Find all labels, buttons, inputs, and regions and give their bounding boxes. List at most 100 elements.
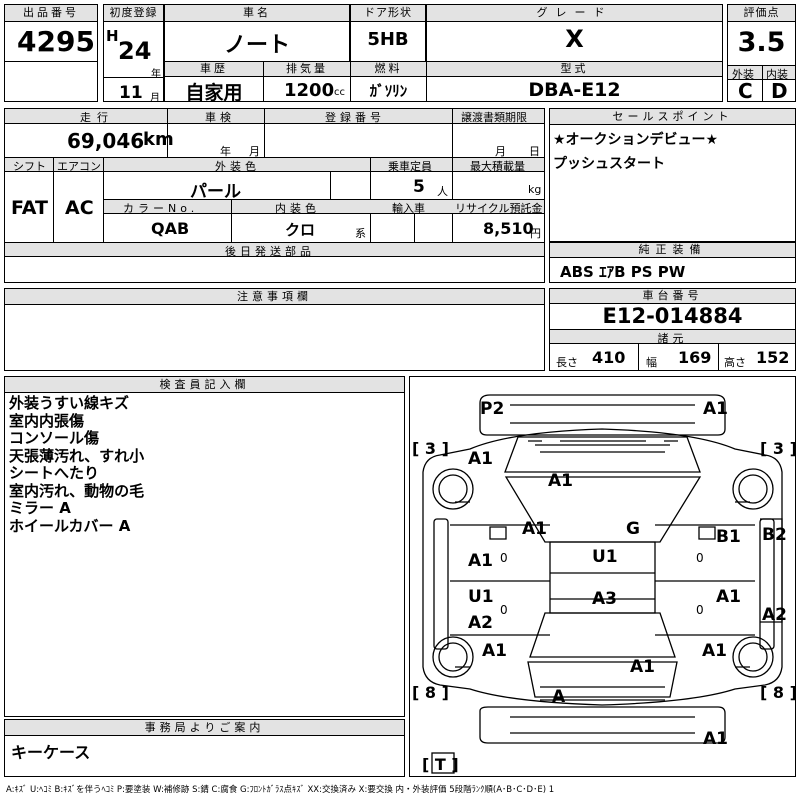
car-diagram: [ 3 ] [ 3 ] [ 8 ] [ 8 ] [ T ] P2 A1 A1 A…: [409, 376, 797, 777]
office-value: キーケース: [11, 743, 91, 762]
exterior-label: 外装: [732, 68, 754, 81]
tire-front-right-bracket: [ 3 ]: [760, 439, 797, 458]
zero-mark: 0: [696, 551, 704, 565]
tire-rear-left-bracket: [ 8 ]: [412, 683, 449, 702]
width-label: 幅: [646, 356, 657, 369]
history-box: 車歴 自家用: [164, 61, 264, 104]
later-parts-label: 後日発送部品: [225, 245, 315, 258]
mark-rocker-right-rear: A2: [762, 605, 787, 625]
grade: X: [565, 25, 584, 53]
tire-front-left-value: 3: [424, 439, 437, 458]
model-label: 型式: [427, 62, 722, 77]
lot-number-box: 出品番号 4295: [4, 4, 98, 102]
mark-front-bumper-right: A1: [703, 399, 728, 419]
displacement-unit: cc: [334, 87, 345, 98]
inspector-line: 室内内張傷: [9, 411, 85, 430]
displacement: 1200: [284, 80, 335, 101]
recycle-unit: 円: [530, 227, 541, 240]
month: 11: [119, 83, 143, 103]
reg-number-label: 登録番号: [325, 111, 385, 124]
transfer-month-unit: 月: [495, 145, 506, 158]
exterior-grade: C: [738, 79, 753, 103]
capacity-label: 乗車定員: [388, 160, 432, 173]
score-label: 評価点: [728, 5, 795, 22]
door: 5HB: [367, 29, 409, 50]
car-name: ノート: [223, 33, 290, 58]
max-load-label: 最大積載量: [470, 160, 525, 173]
mark-windshield-pillar: A1: [522, 519, 547, 539]
mark-front-fender-left: A1: [468, 449, 493, 469]
notes-box: 注意事項欄: [4, 288, 545, 371]
inspector-line: ホイールカバー A: [9, 516, 131, 535]
mark-rear-pillar: A1: [630, 657, 655, 677]
first-reg-label: 初度登録: [104, 5, 163, 22]
length-label: 長さ: [556, 356, 578, 369]
specs-table: 走行 車検 登録番号 譲渡書類期限 69,046 km 年 月 月 日 シフト …: [4, 108, 545, 283]
score: 3.5: [737, 27, 786, 58]
max-load-unit: kg: [528, 183, 542, 196]
notes-label: 注意事項欄: [5, 289, 544, 305]
inspector-box: 検査員記入欄 外装うすい線キズ 室内内張傷 コンソール傷 天張薄汚れ、すれ小 シ…: [4, 376, 405, 717]
sales-point-line-1: ★オークションデビュー★: [553, 132, 719, 148]
zero-mark: 0: [500, 603, 508, 617]
length: 410: [592, 348, 626, 367]
history-label: 車歴: [165, 62, 263, 77]
mark-rear-bumper-right: A1: [703, 729, 728, 749]
door-label: ドア形状: [351, 5, 425, 22]
int-color-label: 内装色: [275, 202, 320, 215]
mark-rear-door-left-2: A2: [468, 613, 493, 633]
tire-rear-right-bracket: [ 8 ]: [760, 683, 797, 702]
recycle-label: リサイクル預託金: [455, 202, 543, 215]
int-color: クロ: [285, 221, 316, 239]
tire-rear-right-value: 8: [772, 683, 785, 702]
mileage-label: 走行: [80, 111, 114, 124]
fuel: ｶﾞｿﾘﾝ: [369, 82, 408, 100]
sales-point-line-2: プッシュスタート: [553, 156, 665, 172]
capacity-unit: 人: [437, 185, 448, 198]
mark-rocker-right-front: B2: [762, 525, 787, 545]
inspection-year-unit: 年: [220, 145, 231, 158]
capacity: 5: [413, 177, 425, 197]
office-label: 事務局よりご案内: [5, 720, 404, 736]
inspector-line: 天張薄汚れ、すれ小: [9, 446, 145, 465]
inspector-line: コンソール傷: [9, 429, 100, 447]
sales-point-label: セールスポイント: [550, 109, 795, 125]
model: DBA-E12: [528, 79, 621, 101]
inspector-line: シートへたり: [9, 464, 100, 482]
car-outline-drawing: [422, 394, 783, 774]
inspector-line: 外装うすい線キズ: [9, 394, 130, 412]
month-unit: 月: [150, 93, 160, 104]
shift: FAT: [11, 197, 48, 219]
inspector-notes: 外装うすい線キズ 室内内張傷 コンソール傷 天張薄汚れ、すれ小 シートへたり 室…: [9, 394, 145, 535]
mark-rear-door-right: A1: [716, 587, 741, 607]
legend: A:ｷｽﾞ U:ﾍｺﾐ B:ｷｽﾞを伴うﾍｺﾐ P:要塗装 W:補修跡 S:錆 …: [6, 785, 555, 795]
mark-trunk: A: [552, 687, 566, 707]
zero-mark: 0: [696, 603, 704, 617]
year: 24: [118, 37, 152, 65]
transfer-day-unit: 日: [529, 145, 540, 158]
chassis-number: E12-014884: [602, 304, 743, 328]
shift-label: シフト: [13, 160, 46, 173]
inspection-month-unit: 月: [249, 145, 260, 158]
tire-rear-left-value: 8: [424, 683, 437, 702]
color-no-label: カラーNo.: [123, 202, 199, 215]
height: 152: [756, 348, 790, 367]
fuel-box: 燃料 ｶﾞｿﾘﾝ: [350, 61, 427, 102]
height-label: 高さ: [724, 356, 746, 369]
office-box: 事務局よりご案内 キーケース: [4, 719, 405, 777]
tire-front-left-bracket: [ 3 ]: [412, 439, 449, 458]
ac-label: エアコン: [57, 160, 101, 173]
chassis-label: 車台番号: [550, 289, 795, 304]
int-color-unit: 系: [355, 227, 366, 240]
displacement-label: 排気量: [264, 62, 350, 77]
spare-tire-bracket: [ T ]: [422, 755, 459, 774]
chassis-box: 車台番号 E12-014884 諸元 長さ 410 幅 169 高さ 152: [549, 288, 796, 371]
interior-grade: D: [771, 79, 788, 103]
mileage-unit: km: [143, 129, 174, 150]
mark-front-door-right: B1: [716, 527, 741, 547]
width: 169: [678, 348, 712, 367]
transfer-label: 譲渡書類期限: [461, 111, 527, 124]
spare-tire-value: T: [434, 755, 446, 774]
lot-number-label: 出品番号: [5, 5, 97, 22]
mark-front-bumper-left: P2: [480, 399, 505, 419]
